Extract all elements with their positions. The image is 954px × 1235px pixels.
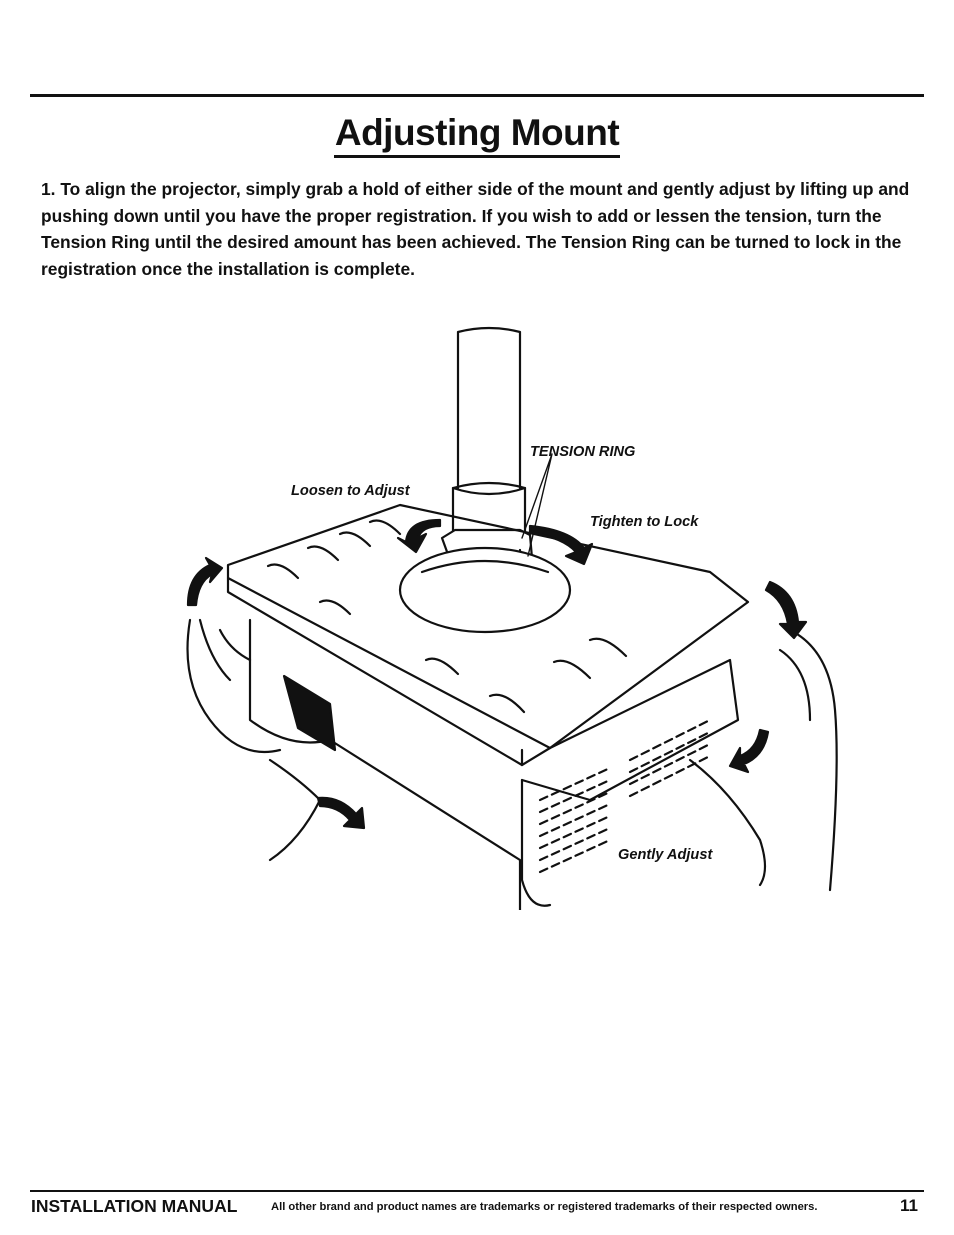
gently-adjust-callout: Gently Adjust	[618, 847, 713, 863]
right-hand	[688, 628, 838, 892]
projector-lens	[282, 674, 337, 752]
tighten-callout: Tighten to Lock	[590, 514, 699, 530]
push-right-arrow-icon	[728, 728, 770, 774]
instruction-paragraph: 1. To align the projector, simply grab a…	[41, 179, 910, 280]
tension-ring-callout: TENSION RING	[530, 444, 636, 460]
mount-illustration	[170, 320, 870, 910]
lift-left-arrow-icon	[186, 556, 224, 607]
loosen-callout: Loosen to Adjust	[291, 483, 410, 499]
projector-body	[248, 618, 522, 910]
footer-manual-label: INSTALLATION MANUAL	[31, 1196, 238, 1216]
tighten-arrow-icon	[528, 524, 594, 566]
ceiling-pole	[456, 326, 522, 490]
left-hand	[186, 618, 322, 862]
loosen-arrow-icon	[396, 518, 442, 554]
lift-right-arrow-icon	[764, 580, 808, 640]
base-plate	[398, 546, 572, 634]
footer-trademark-note: All other brand and product names are tr…	[271, 1201, 818, 1213]
top-rule	[30, 94, 924, 97]
page-title: Adjusting Mount	[0, 112, 954, 158]
push-left-arrow-icon	[316, 796, 366, 830]
mount-illustration-drawing	[186, 326, 838, 910]
bottom-rule	[30, 1190, 924, 1192]
page-title-text: Adjusting Mount	[333, 112, 621, 158]
page-number: 11	[900, 1196, 918, 1215]
